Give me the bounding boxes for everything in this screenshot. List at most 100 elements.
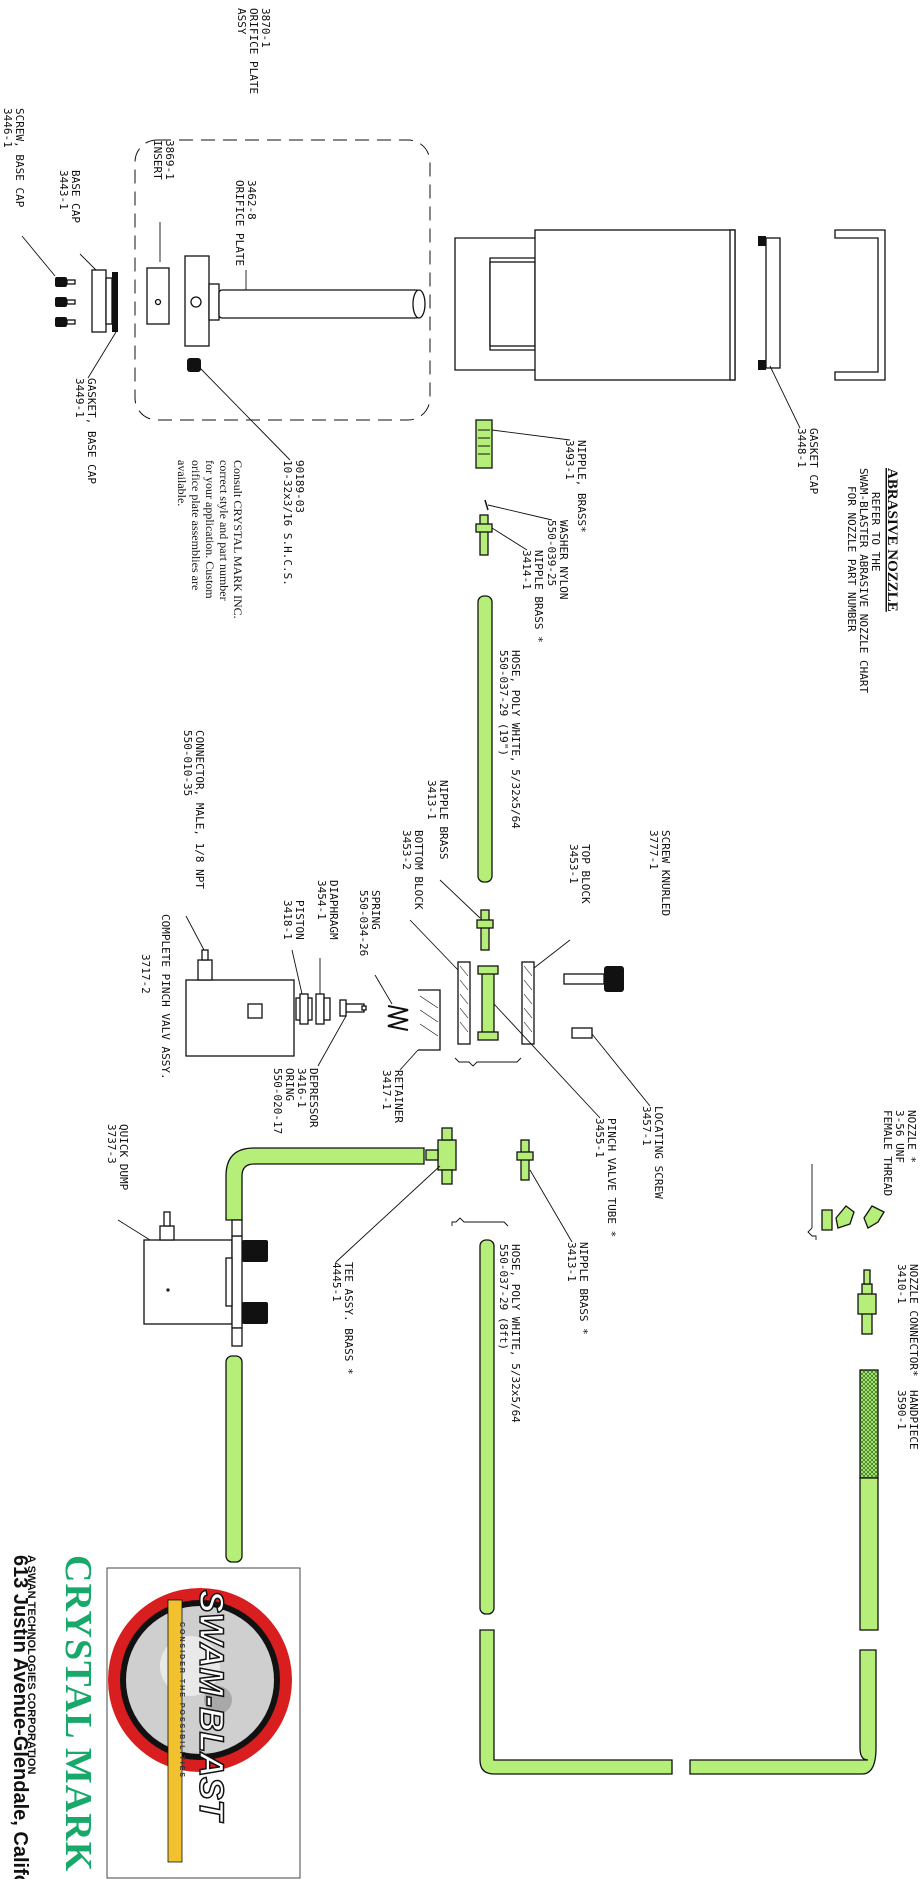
depressor-leader — [317, 1015, 347, 1067]
svg-text:3453-1: 3453-1 — [567, 844, 580, 884]
consult-note: Consult CRYSTAL MARK INC. correct style … — [175, 460, 245, 619]
nipple-brass-3413-b — [516, 1139, 534, 1181]
screw-knurled — [563, 966, 624, 992]
gasket-cap-label: GASKET CAP 3448-1 — [795, 428, 820, 495]
svg-text:SCREW KNURLED: SCREW KNURLED — [659, 830, 672, 916]
svg-text:3870-1: 3870-1 — [259, 8, 272, 48]
nozzle-label: NOZZLE * 3-56 UNF FEMALE THREAD — [881, 1110, 918, 1196]
svg-text:SPRING: SPRING — [369, 890, 382, 930]
shcs-screw — [187, 358, 201, 372]
svg-text:3590-1: 3590-1 — [895, 1390, 908, 1430]
svg-text:3414-1: 3414-1 — [520, 550, 533, 590]
svg-text:550-039-25: 550-039-25 — [545, 520, 558, 586]
nozzle-bracket — [807, 1164, 817, 1240]
nipple-brass-1-leader — [491, 429, 571, 441]
svg-text:FOR NOZZLE PART NUMBER: FOR NOZZLE PART NUMBER — [845, 486, 858, 632]
svg-text:3454-1: 3454-1 — [315, 880, 328, 920]
svg-text:3449-1: 3449-1 — [73, 378, 86, 418]
svg-text:COMPLETE PINCH VALV ASSY.: COMPLETE PINCH VALV ASSY. — [159, 914, 172, 1080]
nipple-brass-3414 — [475, 514, 493, 556]
base-cap-label: BASE CAP 3443-1 — [57, 170, 82, 223]
svg-text:ORIFICE PLATE: ORIFICE PLATE — [247, 8, 260, 94]
svg-text:550-034-26: 550-034-26 — [357, 890, 370, 956]
svg-text:90189-03: 90189-03 — [293, 460, 306, 513]
svg-text:NIPPLE, BRASS*: NIPPLE, BRASS* — [575, 440, 588, 533]
svg-text:3418-1: 3418-1 — [281, 900, 294, 940]
hose-19in-label: HOSE, POLY WHITE, 5/32x5/64 550-037-29 (… — [497, 650, 522, 829]
svg-text:CONNECTOR, MALE, 1/8 NPT: CONNECTOR, MALE, 1/8 NPT — [193, 730, 206, 889]
pinch-valve-bracket — [454, 1057, 522, 1067]
svg-text:SWAM-BLAST: SWAM-BLAST — [192, 1590, 230, 1824]
orifice-plate — [184, 255, 426, 347]
quick-dump-label: QUICK DUMP 3737-3 — [105, 1124, 130, 1191]
svg-text:BOTTOM BLOCK: BOTTOM BLOCK — [412, 830, 425, 910]
svg-text:3737-3: 3737-3 — [105, 1124, 118, 1164]
svg-text:10-32x3/16 S.H.C.S.: 10-32x3/16 S.H.C.S. — [281, 460, 294, 586]
handpiece-label: HANDPIECE 3590-1 — [895, 1390, 920, 1450]
connector-male-leader — [185, 915, 205, 951]
retainer — [418, 989, 441, 1051]
svg-text:orifice plate assemblies are: orifice plate assemblies are — [189, 460, 203, 590]
bottom-block-leader — [409, 919, 459, 971]
gasket-cap-leader — [769, 365, 801, 429]
svg-text:3413-1: 3413-1 — [565, 1242, 578, 1282]
svg-text:INSERT: INSERT — [151, 140, 164, 180]
svg-text:SCREW, BASE CAP: SCREW, BASE CAP — [13, 108, 26, 208]
base-cap — [91, 269, 118, 333]
svg-text:3717-2: 3717-2 — [139, 954, 152, 994]
nipple-brass-4-leader — [529, 1169, 573, 1243]
svg-text:LOCATING SCREW: LOCATING SCREW — [652, 1106, 665, 1199]
swam-blast-logo: SWAM-BLAST CONSIDER THE POSSIBILITIES — [106, 1567, 301, 1879]
spring-leader — [374, 974, 393, 1005]
tee-assy-label: TEE ASSY. BRASS * 4445-1 — [330, 1262, 355, 1375]
svg-text:550-020-17: 550-020-17 — [271, 1068, 284, 1134]
abrasive-nozzle-title: ABRASIVE NOZZLE REFER TO THE SWAM-BLASTE… — [845, 468, 900, 694]
piston-label: PISTON 3418-1 — [281, 900, 306, 940]
gasket-base-cap-label: GASKET, BASE CAP 3449-1 — [73, 378, 98, 484]
svg-text:3462-8: 3462-8 — [245, 180, 258, 220]
svg-text:PISTON: PISTON — [293, 900, 306, 940]
svg-text:A SWAN TECHNOLOGIES CORPORATIO: A SWAN TECHNOLOGIES CORPORATION — [25, 1555, 37, 1774]
svg-text:REFER TO THE: REFER TO THE — [869, 492, 882, 571]
nipple-brass-3493 — [475, 419, 493, 469]
svg-text:ORIFICE PLATE: ORIFICE PLATE — [233, 180, 246, 266]
depressor-label: DEPRESSOR 3416-1 ORING 550-020-17 — [271, 1068, 320, 1134]
quick-dump — [143, 1211, 268, 1347]
svg-text:for your application. Custom: for your application. Custom — [203, 460, 217, 599]
nipple-brass-label-2: NIPPLE BRASS * 3414-1 — [520, 550, 545, 643]
company-tagline: A SWAN TECHNOLOGIES CORPORATION — [25, 1555, 37, 1774]
svg-text:3443-1: 3443-1 — [57, 170, 70, 210]
washer-nylon-label: WASHER NYLON 550-039-25 — [545, 520, 570, 599]
nozzle-connector — [857, 1269, 877, 1335]
svg-text:FEMALE THREAD: FEMALE THREAD — [881, 1110, 894, 1196]
gasket-base-cap-leader — [87, 331, 117, 379]
tee-assy — [425, 1127, 457, 1185]
svg-text:HOSE, POLY WHITE, 5/32x5/64: HOSE, POLY WHITE, 5/32x5/64 — [509, 1244, 522, 1423]
base-cap-leader — [79, 253, 99, 273]
pinch-valve-tube-label: PINCH VALVE TUBE * 3455-1 — [593, 1118, 618, 1237]
svg-text:PINCH VALVE TUBE *: PINCH VALVE TUBE * — [605, 1118, 618, 1237]
pinch-valve-body — [185, 949, 295, 1057]
svg-text:3-56 UNF: 3-56 UNF — [893, 1110, 906, 1163]
svg-text:3416-1: 3416-1 — [295, 1068, 308, 1108]
spring-label: SPRING 550-034-26 — [357, 890, 382, 956]
cylinder-body — [454, 229, 886, 381]
hose-dump-outlet — [225, 1355, 243, 1563]
svg-text:3869-1: 3869-1 — [163, 140, 176, 180]
piston-leader — [291, 949, 303, 995]
retainer-label: RETAINER 3417-1 — [380, 1070, 405, 1123]
svg-text:550-037-29 (19"): 550-037-29 (19") — [497, 650, 510, 756]
svg-text:GASKET, BASE CAP: GASKET, BASE CAP — [85, 378, 98, 484]
hose-8ft-label: HOSE, POLY WHITE, 5/32x5/64 550-037-29 (… — [497, 1244, 522, 1423]
hose-tee-to-dump — [225, 1147, 425, 1221]
svg-text:550-010-35: 550-010-35 — [181, 730, 194, 796]
bottom-block — [457, 961, 471, 1045]
svg-text:RETAINER: RETAINER — [392, 1070, 405, 1123]
hose-8ft — [479, 1239, 877, 1775]
svg-text:NIPPLE BRASS *: NIPPLE BRASS * — [577, 1242, 590, 1335]
svg-text:ASSY: ASSY — [235, 8, 248, 35]
svg-text:3457-1: 3457-1 — [640, 1106, 653, 1146]
svg-text:NIPPLE BRASS *: NIPPLE BRASS * — [532, 550, 545, 643]
hose-8ft-bracket — [451, 1217, 509, 1227]
svg-text:correct style and part number: correct style and part number — [217, 460, 231, 601]
